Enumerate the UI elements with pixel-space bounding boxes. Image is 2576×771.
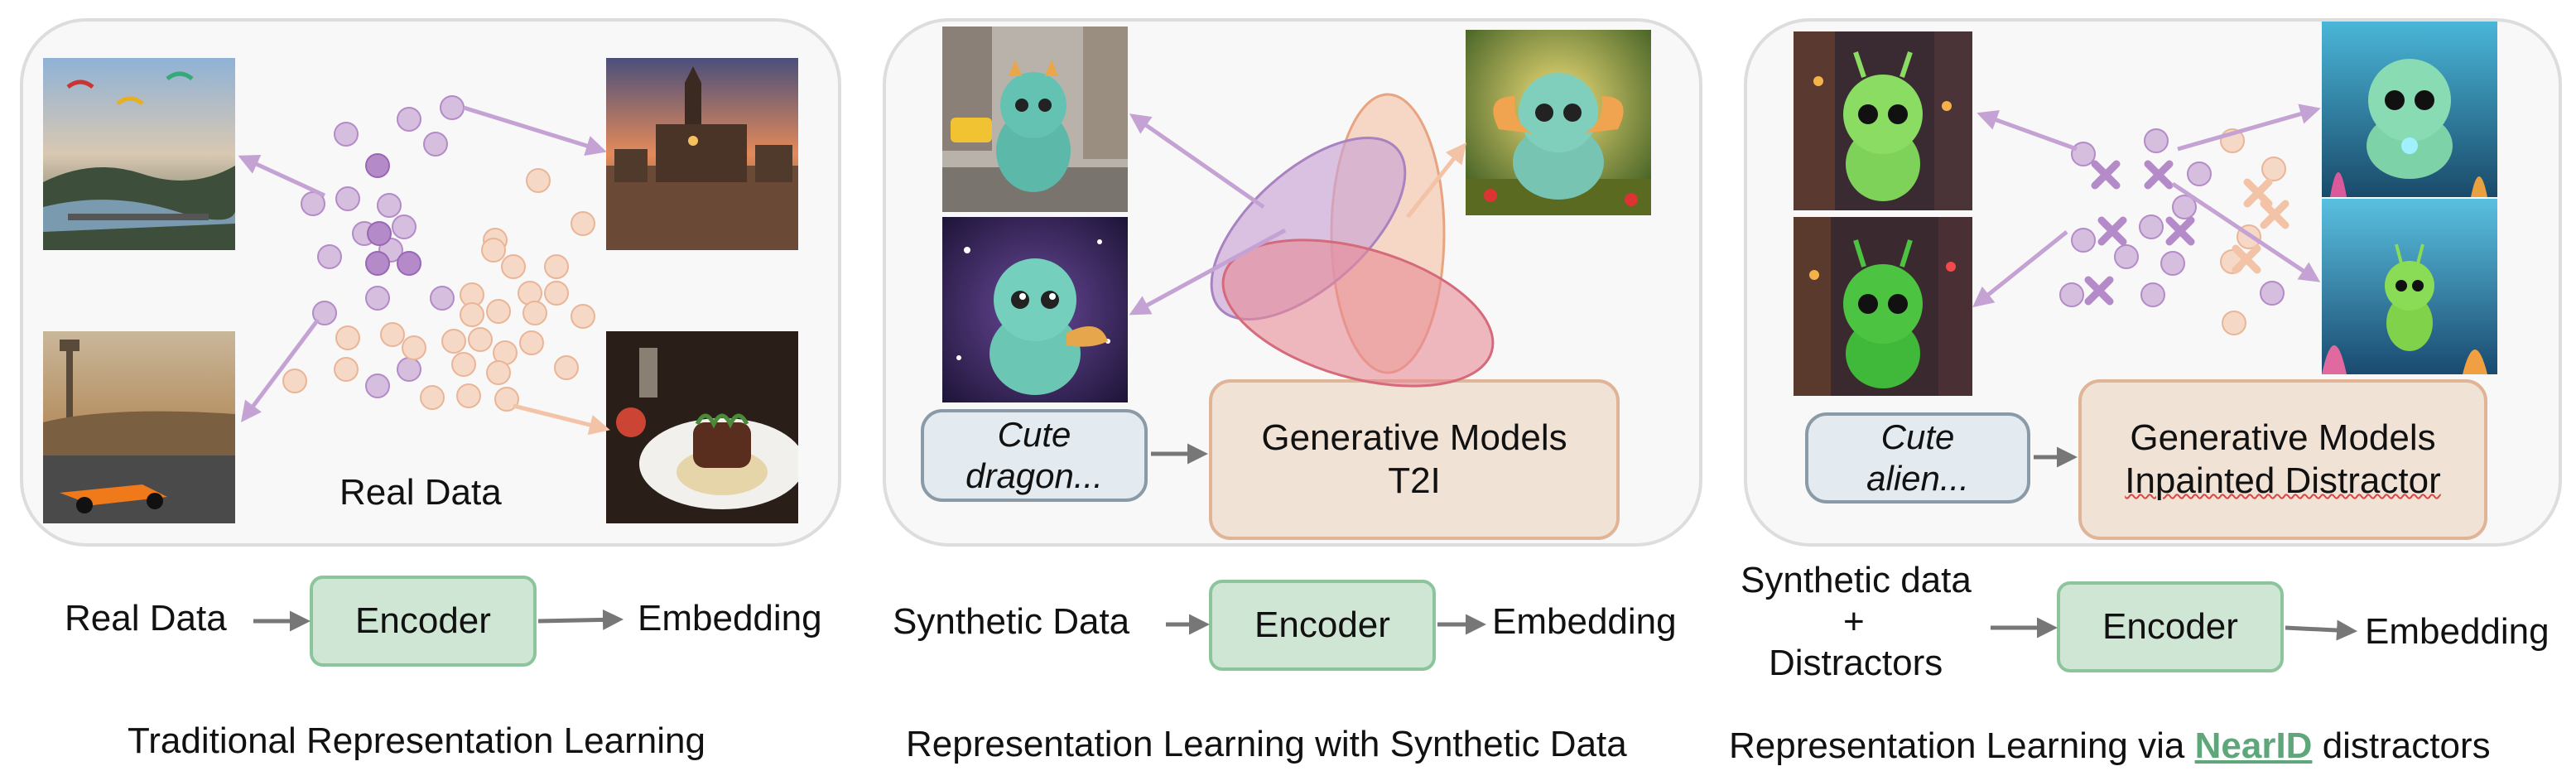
alien-street-glow-photo	[1794, 217, 1972, 396]
prompt-line-1: Cute	[997, 415, 1071, 454]
dragon-prompt-box: Cute dragon...	[921, 409, 1148, 502]
dragon-city-photo	[942, 27, 1128, 212]
encoder-box-2: Encoder	[1209, 580, 1436, 671]
caption-nearid-prefix: Representation Learning via	[1729, 725, 2185, 766]
alien-underwater-photo	[2322, 22, 2497, 197]
caption-nearid: Representation Learning via NearID distr…	[1729, 725, 2491, 767]
dragon-forest-photo	[1466, 30, 1651, 215]
alien-prompt-line-1: Cute	[1880, 417, 1955, 456]
caption-synthetic: Representation Learning with Synthetic D…	[906, 724, 1627, 764]
real-data-cluster	[238, 95, 610, 436]
embedding-label-3: Embedding	[2365, 611, 2550, 652]
inpaint-generator-line-2: Inpainted Distractor	[2125, 460, 2441, 501]
generative-models-t2i-box: Generative Models T2I	[1209, 379, 1620, 540]
alien-prompt-box: Cute alien...	[1805, 412, 2030, 504]
caption-nearid-suffix: distractors	[2322, 725, 2491, 766]
encoder-box-3: Encoder	[2057, 581, 2284, 672]
paragliders-over-river-photo	[43, 58, 235, 250]
cathedral-square-sunset-photo	[606, 58, 798, 250]
embedding-ellipses	[1129, 93, 1495, 388]
nearid-highlight: NearID	[2194, 725, 2313, 766]
real-data-box-label: Real Data	[339, 472, 502, 513]
embedding-label-1: Embedding	[638, 598, 822, 638]
alien-underwater-small-photo	[2322, 199, 2497, 374]
encoder-box-1: Encoder	[310, 576, 537, 667]
alien-street-photo	[1794, 31, 1972, 210]
synthetic-data-input-label: Synthetic Data	[893, 601, 1130, 642]
inpaint-generator-line-1: Generative Models	[2130, 417, 2436, 458]
generative-models-inpainted-box: Generative Models Inpainted Distractor	[2078, 379, 2487, 540]
prompt-line-2: dragon...	[965, 456, 1103, 495]
synthetic-plus-label-1: Synthetic data	[1741, 560, 1972, 600]
synthetic-plus-label-2: +	[1843, 601, 1865, 642]
steak-dinner-photo	[606, 331, 798, 523]
embedding-label-2: Embedding	[1492, 601, 1677, 642]
synthetic-plus-label-3: Distractors	[1769, 643, 1943, 683]
generator-line-2: T2I	[1388, 460, 1441, 501]
generator-line-1: Generative Models	[1261, 417, 1567, 458]
flow-arrow-1b	[537, 609, 624, 630]
distractor-cluster	[1972, 104, 2321, 335]
caption-traditional: Traditional Representation Learning	[128, 720, 705, 761]
dragon-galaxy-photo	[942, 217, 1128, 402]
flow-arrow-3b	[2285, 619, 2357, 641]
alien-prompt-line-2: alien...	[1866, 459, 1969, 498]
racing-car-monument-photo	[43, 331, 235, 523]
real-data-input-label: Real Data	[65, 598, 227, 638]
